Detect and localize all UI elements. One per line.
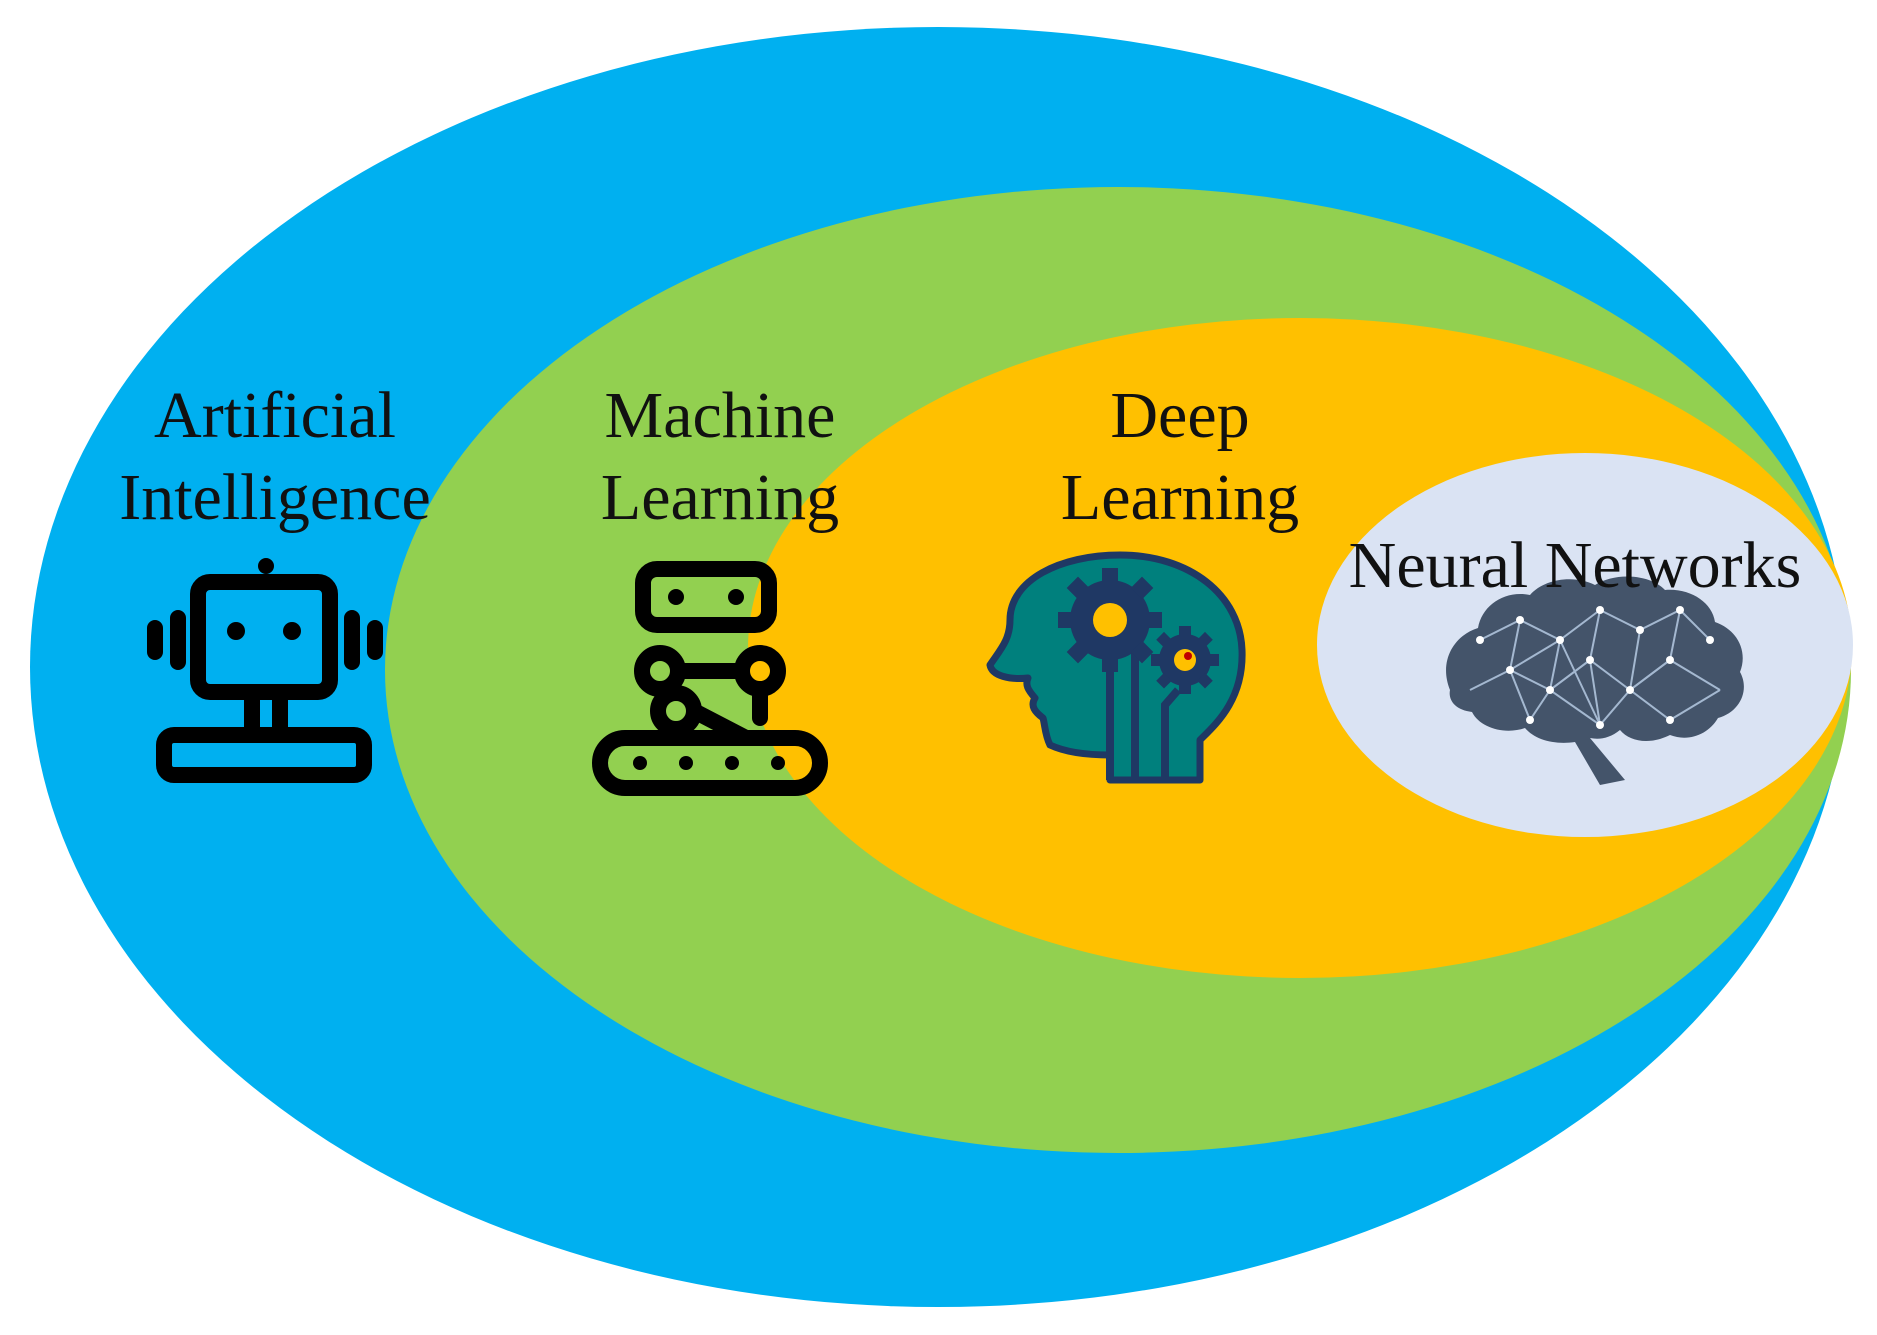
label-artificial-intelligence: Artificial Intelligence [95, 375, 455, 539]
gear-large [1058, 568, 1162, 672]
ml-label-line2: Learning [600, 461, 840, 534]
ml-label-line1: Machine [604, 379, 836, 452]
dl-label-line1: Deep [1110, 379, 1250, 452]
head-gears-icon [986, 551, 1246, 784]
ai-label-line2: Intelligence [119, 461, 431, 534]
ai-label-line1: Artificial [154, 379, 396, 452]
robot-icon [147, 558, 383, 783]
dl-label-line2: Learning [1060, 461, 1300, 534]
label-neural-networks: Neural Networks [1325, 525, 1825, 607]
gear-small [1151, 626, 1219, 694]
robotic-arm-icon [592, 561, 828, 796]
label-deep-learning: Deep Learning [1010, 375, 1350, 539]
label-machine-learning: Machine Learning [545, 375, 895, 539]
nn-label-line1: Neural Networks [1348, 529, 1802, 602]
network-brain-icon [1446, 576, 1744, 785]
